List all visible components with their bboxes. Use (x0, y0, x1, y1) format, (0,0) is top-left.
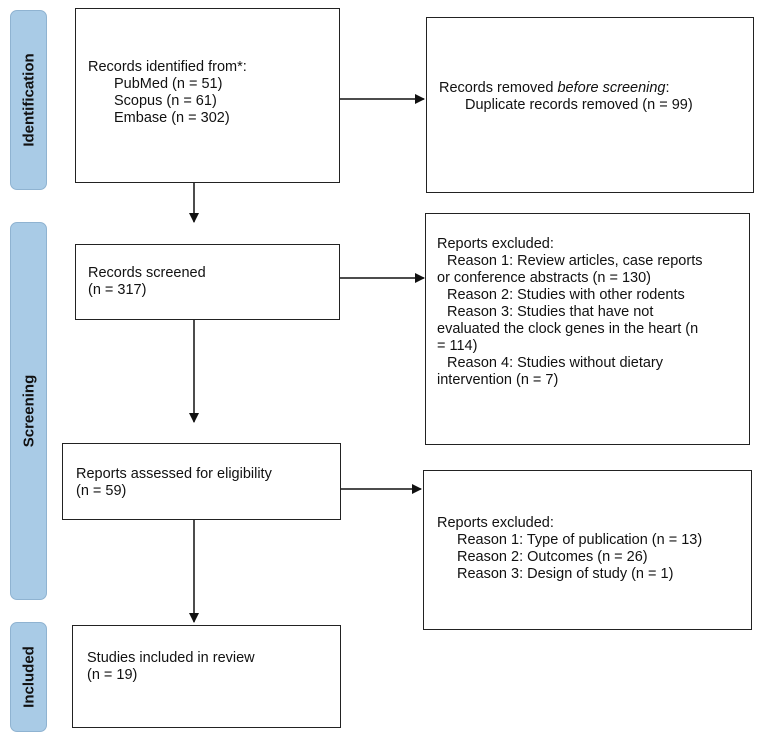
records-identified-box: Records identified from*: PubMed (n = 51… (75, 8, 340, 183)
excluded-eligibility-title: Reports excluded: (437, 515, 554, 531)
studies-included-box: Studies included in review (n = 19) (72, 625, 341, 728)
excluded-screening-title: Reports excluded: (437, 236, 554, 252)
excluded-reason-3-cont-2: = 114) (437, 338, 478, 354)
records-identified-title: Records identified from*: (88, 59, 247, 75)
source-embase: Embase (n = 302) (114, 110, 230, 126)
excluded-reason-2: Reason 2: Studies with other rodents (447, 287, 685, 303)
records-screened-title: Records screened (88, 265, 206, 281)
eligibility-reason-2: Reason 2: Outcomes (n = 26) (457, 549, 648, 565)
eligibility-reason-3: Reason 3: Design of study (n = 1) (457, 566, 674, 582)
records-removed-title: Records removed before screening: (439, 80, 670, 96)
records-screened-box: Records screened (n = 317) (75, 244, 340, 320)
excluded-reason-4-cont: intervention (n = 7) (437, 372, 559, 388)
studies-included-title: Studies included in review (87, 650, 255, 666)
records-removed-box: Records removed before screening: Duplic… (426, 17, 754, 193)
reports-excluded-eligibility-box: Reports excluded: Reason 1: Type of publ… (423, 470, 752, 630)
eligibility-reason-1: Reason 1: Type of publication (n = 13) (457, 532, 703, 548)
studies-included-count: (n = 19) (87, 667, 138, 683)
source-pubmed: PubMed (n = 51) (114, 76, 223, 92)
excluded-reason-4: Reason 4: Studies without dietary (447, 355, 664, 371)
phase-bar-identification: Identification (10, 10, 47, 190)
phase-bar-included: Included (10, 622, 47, 732)
duplicates-removed: Duplicate records removed (n = 99) (465, 97, 693, 113)
excluded-reason-1-cont: or conference abstracts (n = 130) (437, 270, 651, 286)
reports-assessed-count: (n = 59) (76, 483, 127, 499)
source-scopus: Scopus (n = 61) (114, 93, 217, 109)
reports-assessed-title: Reports assessed for eligibility (76, 466, 272, 482)
excluded-reason-1: Reason 1: Review articles, case reports (447, 253, 703, 269)
reports-excluded-screening-box: Reports excluded: Reason 1: Review artic… (425, 213, 750, 445)
phase-bar-screening: Screening (10, 222, 47, 600)
excluded-reason-3-cont: evaluated the clock genes in the heart (… (437, 321, 699, 337)
excluded-reason-3: Reason 3: Studies that have not (447, 304, 654, 320)
reports-assessed-box: Reports assessed for eligibility (n = 59… (62, 443, 341, 520)
records-screened-count: (n = 317) (88, 282, 147, 298)
